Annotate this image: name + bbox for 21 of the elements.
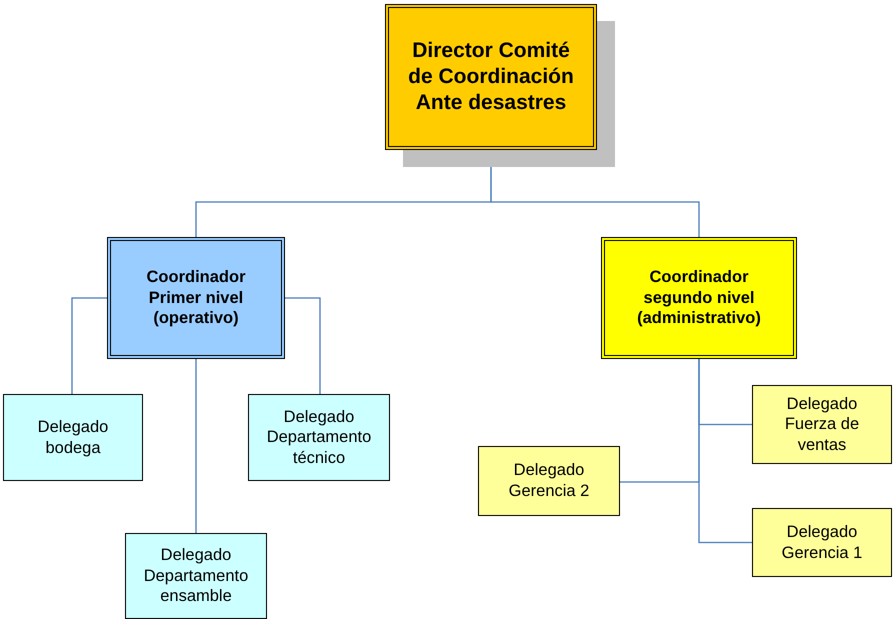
coordinator-box: [601, 237, 797, 359]
connector-line: [71, 297, 107, 394]
label-text: Delegado Departamento ensamble: [142, 545, 250, 607]
delegate-box: [125, 533, 267, 619]
delegate-box: [478, 446, 620, 516]
label-text: Delegado Fuerza de ventas: [784, 394, 860, 456]
coordinator-box: [107, 237, 285, 359]
label-text: Delegado bodega: [36, 416, 110, 458]
title-text: Coordinador Primer nivel (operativo): [146, 267, 246, 329]
label-text: Delegado Departamento técnico: [266, 406, 372, 468]
delegate-box: [248, 394, 390, 481]
delegate-box: [3, 394, 143, 481]
label-text: Delegado Gerencia 2: [508, 460, 590, 502]
connector-line: [285, 297, 321, 394]
title-text: Director Comité de Coordinación Ante desastres: [407, 38, 575, 116]
title-text: Coordinador segundo nivel (administrativo): [636, 267, 762, 329]
label-text: Delegado Gerencia 1: [780, 522, 864, 564]
connector-line: [195, 359, 197, 533]
delegate-box: [752, 385, 892, 464]
delegate-box: [752, 508, 892, 577]
connector-line: [698, 359, 752, 544]
